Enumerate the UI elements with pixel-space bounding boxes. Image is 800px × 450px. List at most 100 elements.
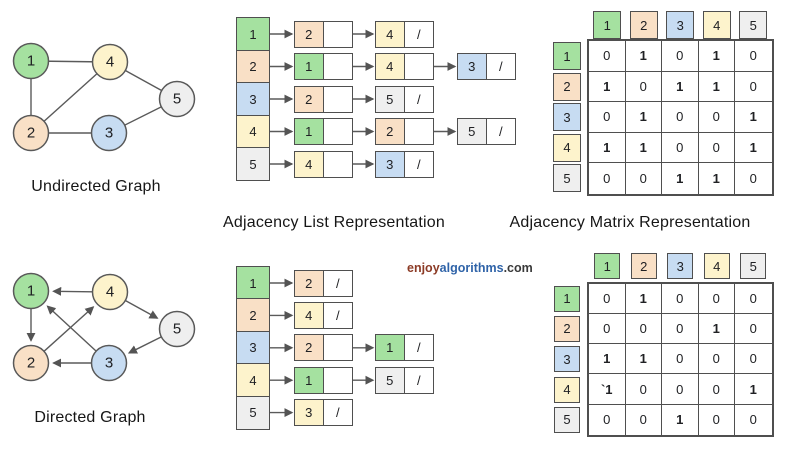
matrix-bottom-cell: 0: [698, 374, 735, 405]
adjlist-bottom-node-value: 4: [295, 302, 324, 328]
adjlist-top-head-cell: 1: [236, 17, 270, 51]
adjlist-top-node-pointer: [324, 54, 353, 79]
matrix-bottom-row-header: 3: [554, 346, 580, 373]
matrix-top-cell: 0: [662, 132, 699, 163]
watermark-algorithms: algorithms: [439, 261, 504, 275]
matrix-bottom-cell: 0: [662, 374, 699, 405]
adjlist-top-node-pointer: /: [498, 59, 503, 74]
matrix-bottom-cell: 0: [698, 283, 735, 314]
matrix-bottom-cell: 0: [662, 313, 699, 345]
matrix-top-cell: 0: [698, 132, 735, 163]
matrix-top-cell: 0: [589, 102, 626, 133]
adjlist-top-node-value: 3: [376, 151, 405, 177]
undirected-graph-edge: [108, 98, 178, 134]
matrix-bottom-cell: 0: [735, 284, 772, 314]
matrix-bottom-cell: 0: [735, 344, 772, 375]
matrix-bottom-cell: 0: [699, 404, 735, 435]
matrix-top-cell: 0: [735, 41, 772, 72]
undirected-graph-edge: [30, 61, 111, 134]
adjlist-bottom-head-cell: 4: [236, 363, 270, 398]
adjlist-top-head-cell: 5: [236, 147, 270, 181]
matrix-bottom-cell: 0: [662, 283, 699, 314]
adjlist-top-list-node: 3/: [375, 150, 434, 178]
matrix-top-cell: 0: [735, 72, 772, 102]
matrix-bottom-cell: 1: [625, 344, 662, 375]
directed-graph-node-label: 2: [27, 355, 35, 372]
adjlist-top-node-value: 5: [458, 119, 487, 144]
adjlist-top-list-node: 4/: [375, 20, 434, 48]
adjlist-bottom-node-value: 3: [295, 400, 324, 426]
adjlist-bottom-node-pointer: [324, 335, 353, 360]
adjlist-top-list-node: 2: [375, 118, 434, 145]
adjlist-bottom-head-cell: 3: [236, 330, 270, 365]
matrix-bottom-cell: 1: [735, 374, 772, 405]
adjlist-top-list-node: 5/: [375, 85, 434, 113]
directed-graph-edge: [46, 305, 97, 352]
matrix-bottom-col-header: 1: [594, 253, 621, 279]
adjlist-bottom-node-value: 2: [295, 335, 324, 361]
adjlist-bottom-node-pointer: /: [416, 340, 421, 356]
adjlist-bottom-list-node: 1/: [375, 334, 434, 362]
adjlist-top-node-value: 2: [376, 119, 405, 144]
undirected-graph-node-label: 3: [105, 125, 113, 142]
adjacency-matrix-caption: Adjacency Matrix Representation: [509, 214, 751, 231]
directed-graph-node: [91, 273, 129, 311]
matrix-top-cell: 1: [735, 133, 772, 163]
directed-graph-node: [12, 344, 50, 382]
adjlist-top-node-pointer: [324, 119, 353, 144]
adjlist-top-node-value: 2: [295, 86, 324, 112]
adjlist-bottom-list-node: 2: [294, 334, 353, 362]
directed-graph-node-label: 4: [106, 284, 114, 301]
adjlist-bottom-node-pointer: /: [335, 405, 340, 421]
adjlist-top-list-node: 1: [294, 118, 353, 145]
undirected-graph-node-label: 1: [27, 53, 35, 70]
matrix-top-cell: 1: [625, 102, 662, 133]
adjlist-top-node-pointer: /: [416, 91, 421, 107]
undirected-graph-caption: Undirected Graph: [31, 178, 161, 195]
adjlist-bottom-node-pointer: /: [335, 307, 340, 323]
matrix-bottom-cell: 0: [625, 374, 662, 405]
adjlist-top-node-value: 4: [295, 151, 324, 177]
matrix-top-col-header: 1: [593, 11, 622, 39]
matrix-top-cell: 1: [625, 41, 662, 72]
adjlist-top-head-cell: 2: [236, 49, 270, 84]
directed-graph-edge: [43, 306, 95, 352]
adjlist-top-node-pointer: [405, 54, 434, 79]
adjlist-bottom-list-node: 5/: [375, 366, 434, 394]
matrix-top-cell: 0: [749, 170, 757, 186]
adjlist-top-node-value: 3: [458, 54, 487, 79]
matrix-bottom-cell: 0: [735, 314, 772, 345]
matrix-bottom-cell: 1: [662, 404, 699, 435]
undirected-graph-node: [158, 80, 196, 118]
matrix-bottom-cell: 0: [698, 344, 735, 375]
directed-graph-node-label: 3: [105, 355, 113, 372]
adjlist-bottom-node-pointer: /: [416, 372, 421, 388]
directed-graph-edge: [124, 299, 159, 319]
adjlist-bottom-head-cell: 5: [236, 395, 270, 430]
matrix-bottom-row-header: 2: [554, 315, 580, 342]
directed-graph-edge: [127, 336, 162, 354]
watermark-enjoy: enjoy: [407, 261, 440, 275]
adjlist-top-node-value: 4: [376, 54, 405, 79]
adjlist-bottom-list-node: 1: [294, 366, 353, 394]
matrix-bottom-cell: 1: [698, 313, 735, 345]
matrix-top-cell: 1: [589, 71, 626, 102]
matrix-top-cell: 0: [625, 71, 662, 102]
matrix-top-row-header: 4: [553, 133, 581, 162]
adjlist-top-node-pointer: /: [416, 26, 421, 42]
adjlist-bottom-list-node: 2/: [294, 269, 353, 297]
adjlist-top-list-node: 5/: [457, 118, 516, 145]
adjlist-bottom-list-node: 4/: [294, 301, 353, 329]
undirected-graph-edge: [30, 60, 111, 63]
directed-graph-node: [90, 344, 128, 382]
undirected-graph-node: [12, 114, 50, 152]
directed-graph-node-label: 1: [27, 283, 35, 300]
matrix-bottom-cell: 0: [662, 344, 699, 375]
undirected-graph-node-label: 5: [173, 91, 181, 108]
adjlist-top-node-pointer: [324, 152, 353, 177]
matrix-bottom-cell: 0: [589, 404, 626, 435]
matrix-top-cell: 0: [662, 41, 699, 72]
adjlist-bottom-node-pointer: [324, 368, 353, 393]
watermark-com: .com: [503, 261, 533, 275]
